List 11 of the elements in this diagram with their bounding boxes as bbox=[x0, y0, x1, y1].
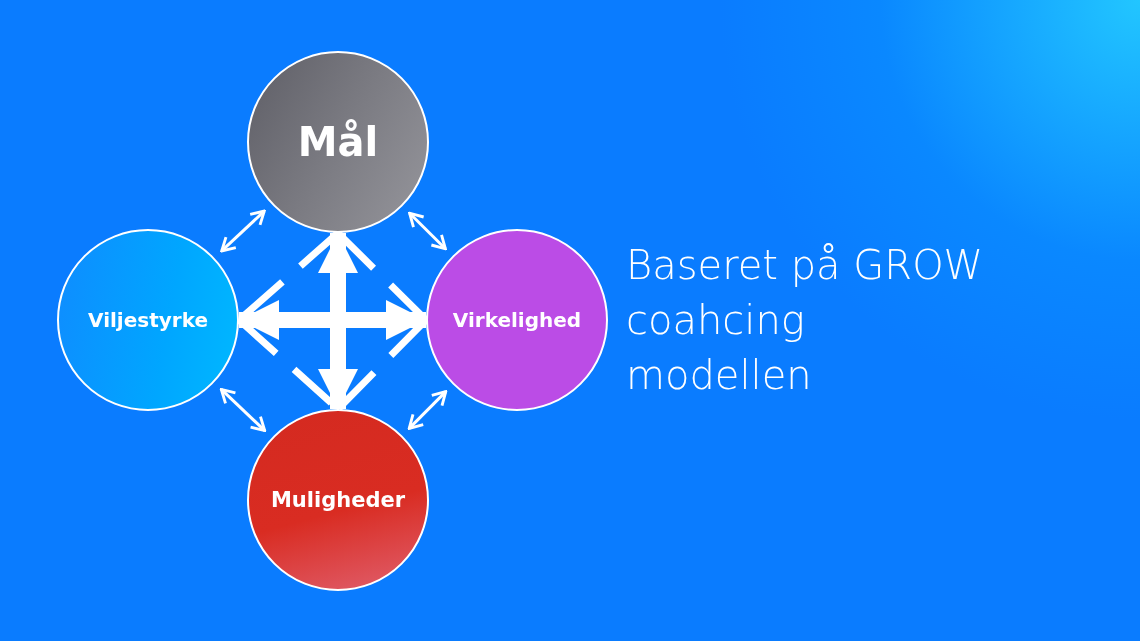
double-arrow bbox=[407, 390, 448, 430]
double-arrow bbox=[219, 388, 267, 432]
double-arrow bbox=[408, 211, 447, 251]
stage-label: Viljestyrke bbox=[88, 308, 208, 332]
double-arrow bbox=[220, 209, 266, 253]
thick-double-arrow bbox=[318, 233, 358, 409]
stage-label: Muligheder bbox=[270, 488, 406, 512]
stage-label: Virkelighed bbox=[452, 308, 582, 332]
subtitle-text: Baseret på GROW coahcing modellen bbox=[626, 241, 985, 400]
stage-label: Mål bbox=[297, 119, 379, 165]
thick-double-arrow bbox=[239, 300, 426, 340]
